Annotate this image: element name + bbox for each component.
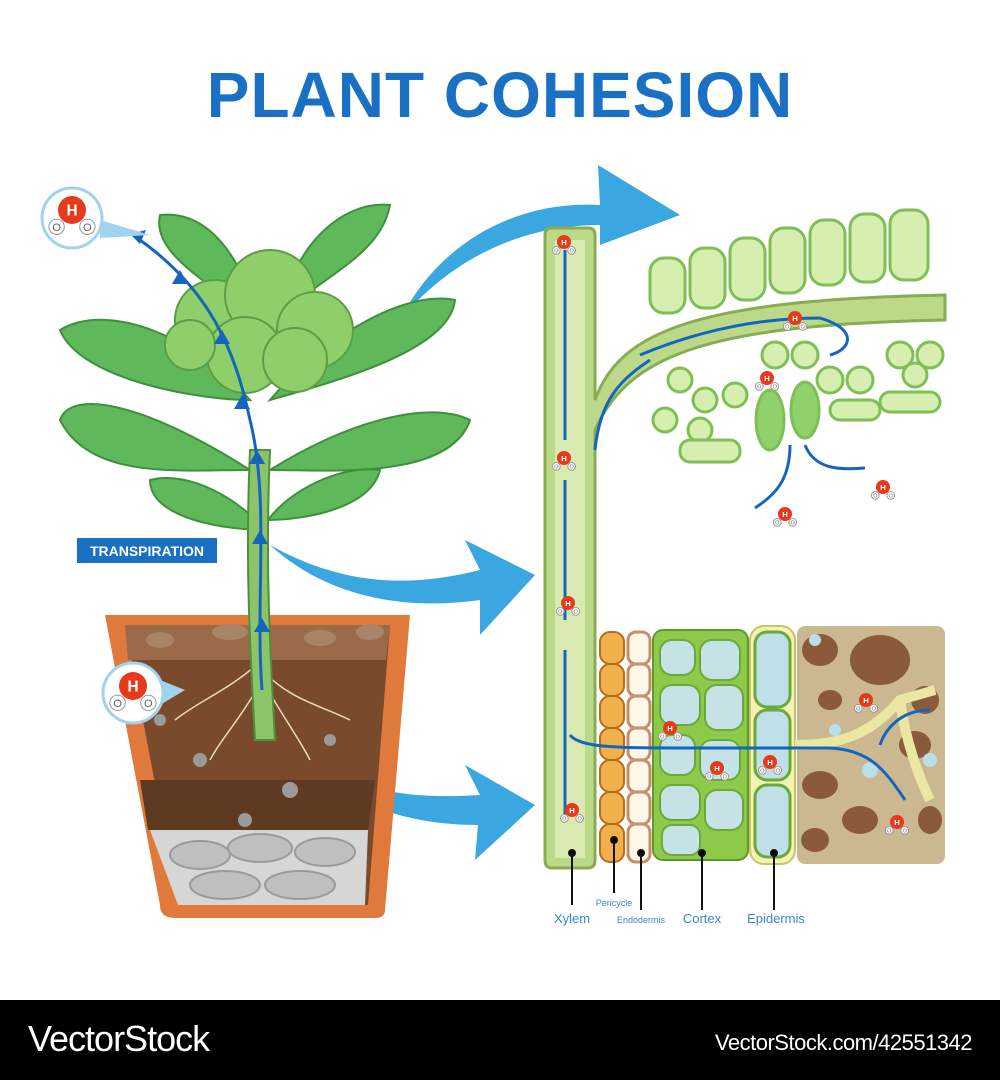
water-molecule: O OH: [870, 480, 896, 500]
root-cross-section: [568, 625, 945, 865]
svg-text:H: H: [714, 764, 720, 773]
flower-pot: [105, 615, 410, 918]
svg-text:O: O: [562, 817, 567, 823]
svg-text:H: H: [565, 599, 571, 608]
plant: [58, 203, 472, 741]
svg-text:O: O: [757, 385, 762, 391]
water-molecule: O OH: [551, 451, 577, 471]
svg-text:O: O: [785, 325, 790, 331]
svg-text:H: H: [561, 238, 567, 247]
svg-text:O: O: [791, 521, 796, 527]
big-arrows: [270, 165, 680, 860]
water-molecule: O OH: [757, 755, 783, 775]
svg-text:H: H: [792, 314, 798, 323]
xylem-vessel: [543, 226, 947, 870]
svg-text:O: O: [660, 735, 665, 741]
svg-text:O: O: [570, 465, 575, 471]
svg-text:O: O: [889, 494, 894, 500]
water-molecule: O OH: [657, 721, 683, 741]
water-molecule: O OH: [704, 761, 730, 781]
svg-text:O: O: [872, 707, 877, 713]
image-reference: VectorStock.com/42551342: [714, 1030, 973, 1055]
svg-text:O: O: [554, 249, 559, 255]
svg-text:H: H: [667, 724, 673, 733]
svg-text:H: H: [880, 483, 886, 492]
svg-text:H: H: [66, 203, 77, 220]
water-molecule: O OH: [853, 693, 879, 713]
svg-text:O: O: [554, 465, 559, 471]
label-epidermis: Epidermis: [747, 911, 805, 926]
water-molecule: O OH: [559, 803, 585, 823]
svg-text:H: H: [894, 818, 900, 827]
svg-text:O: O: [801, 325, 806, 331]
water-molecule: O OH: [782, 311, 808, 331]
svg-text:O: O: [723, 775, 728, 781]
svg-text:O: O: [856, 707, 861, 713]
water-molecule: O OH: [555, 596, 581, 616]
svg-text:O: O: [707, 775, 712, 781]
svg-text:O: O: [775, 521, 780, 527]
svg-text:H: H: [782, 510, 788, 519]
svg-text:O: O: [574, 610, 579, 616]
svg-text:H: H: [767, 758, 773, 767]
water-molecule: O OH: [772, 507, 798, 527]
page-title: PLANT COHESION: [206, 59, 794, 131]
label-pericycle: Pericycle: [596, 898, 633, 908]
svg-text:O: O: [903, 829, 908, 835]
transpiration-flow: [754, 444, 866, 510]
label-cortex: Cortex: [683, 911, 722, 926]
svg-text:O: O: [887, 829, 892, 835]
svg-text:O: O: [113, 698, 122, 710]
svg-text:O: O: [676, 735, 681, 741]
svg-text:H: H: [561, 454, 567, 463]
svg-text:O: O: [773, 385, 778, 391]
transpiration-label: TRANSPIRATION: [90, 543, 204, 559]
water-molecule: O OH: [48, 196, 96, 236]
svg-text:O: O: [873, 494, 878, 500]
svg-text:H: H: [863, 696, 869, 705]
label-endodermis: Endodermis: [617, 915, 666, 925]
svg-text:O: O: [144, 698, 153, 710]
water-molecule: O OH: [109, 672, 157, 711]
brand-logo: VectorStock: [28, 1018, 210, 1059]
svg-text:O: O: [760, 769, 765, 775]
svg-text:O: O: [776, 769, 781, 775]
svg-text:O: O: [578, 817, 583, 823]
svg-text:O: O: [558, 610, 563, 616]
label-leaders: [568, 836, 778, 910]
footer: VectorStock VectorStock.com/42551342: [0, 1000, 1000, 1080]
svg-text:O: O: [570, 249, 575, 255]
plant-cohesion-diagram: TRANSPIRATION: [40, 165, 947, 926]
transpiration-badge: TRANSPIRATION: [77, 538, 217, 563]
svg-text:H: H: [569, 806, 575, 815]
water-molecule: O OH: [754, 371, 780, 391]
leaf-cells: [648, 208, 945, 464]
water-molecule: O OH: [884, 815, 910, 835]
svg-text:H: H: [764, 374, 770, 383]
label-xylem: Xylem: [554, 911, 590, 926]
water-molecule: O OH: [551, 235, 577, 255]
svg-text:H: H: [127, 679, 138, 696]
svg-text:O: O: [83, 222, 92, 234]
svg-text:O: O: [52, 222, 61, 234]
